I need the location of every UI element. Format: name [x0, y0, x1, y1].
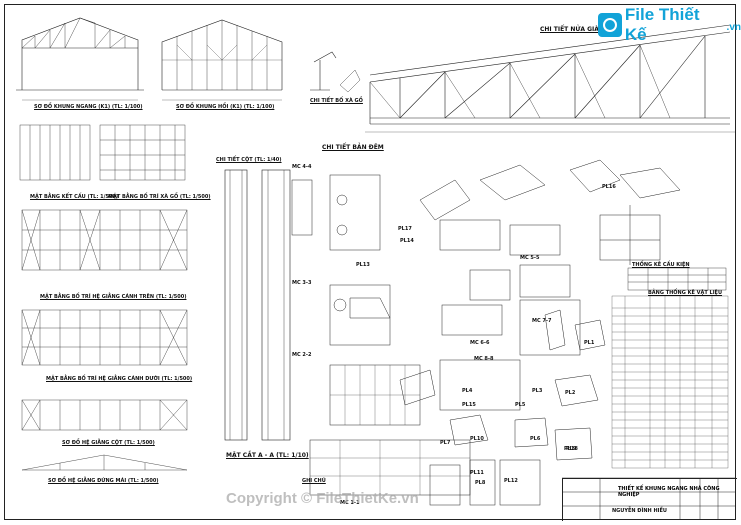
frame-elevation-diagram	[16, 17, 144, 101]
label-bottom-chord-bracing: MẶT BẰNG BỐ TRÍ HỆ GIẰNG CÁNH DƯỚI (TL: …	[46, 376, 193, 382]
label-section-aa: MẶT CẮT A - A (TL: 1/10)	[226, 452, 309, 459]
plate-label: PL14	[400, 238, 414, 244]
column-bracing-diagram	[21, 399, 188, 431]
plate-label: PL3	[532, 388, 543, 394]
plate-label: PL4	[462, 388, 473, 394]
member-table	[627, 267, 727, 291]
column-detail	[224, 169, 291, 441]
plate-label: PL17	[398, 226, 412, 232]
author-name: NGUYỄN ĐÌNH HIỀU	[612, 508, 667, 514]
project-title: THIẾT KẾ KHUNG NGANG NHÀ CÔNG NGHIỆP	[618, 486, 720, 498]
plate-label: PL5	[515, 402, 526, 408]
plate-label: PL15	[462, 402, 476, 408]
label-material-table: BẢNG THỐNG KÊ VẬT LIỆU	[648, 290, 723, 296]
bottom-chord-bracing-plan	[21, 309, 188, 366]
drawing-sheet	[4, 4, 736, 520]
structural-plan	[19, 124, 186, 181]
brand-logo: File Thiết Kế .vn	[598, 5, 741, 44]
plate-label: PL1	[584, 340, 595, 346]
label-column-detail: CHI TIẾT CỘT (TL: 1/40)	[216, 157, 282, 163]
purlin-detail	[310, 51, 361, 93]
label-member-table: THỐNG KÊ CẤU KIỆN	[632, 262, 690, 268]
section-label: MC 2-2	[292, 352, 312, 358]
label-purlin-detail: CHI TIẾT BỐ XÀ GỒ	[310, 98, 363, 104]
plate-label: PL9	[566, 446, 577, 452]
plate-label: PL10	[470, 436, 484, 442]
section-label: MC 3-3	[292, 280, 312, 286]
copyright-watermark: Copyright © FileThietKe.vn	[226, 490, 419, 507]
plate-label: PL7	[440, 440, 451, 446]
section-label: MC 5-5	[520, 255, 540, 261]
plate-label: PL2	[565, 390, 576, 396]
roof-vertical-bracing-diagram	[21, 454, 188, 471]
plate-label: PL8	[475, 480, 486, 486]
gable-frame-diagram	[161, 19, 283, 101]
label-roof-bracing: SƠ ĐỒ HỆ GIẰNG ĐỨNG MÁI (TL: 1/500)	[48, 478, 159, 484]
section-label: MC 7-7	[532, 318, 552, 324]
plate-label: PL11	[470, 470, 484, 476]
material-table	[611, 295, 729, 469]
brand-name: File Thiết Kế	[624, 5, 700, 44]
label-structural-plan: MẶT BẰNG KẾT CẤU (TL: 1/500)	[30, 194, 119, 200]
plate-label: PL16	[602, 184, 616, 190]
title-block	[562, 478, 737, 521]
plate-label: PL6	[530, 436, 541, 442]
plate-details	[291, 159, 681, 506]
top-chord-bracing-plan	[21, 209, 188, 271]
logo-icon	[598, 13, 622, 37]
plate-label: PL13	[356, 262, 370, 268]
label-top-chord-bracing: MẶT BẰNG BỐ TRÍ HỆ GIẰNG CÁNH TRÊN (TL: …	[40, 294, 187, 300]
plate-label: PL18	[564, 446, 578, 452]
half-truss-detail	[365, 24, 735, 133]
section-label: MC 4-4	[292, 164, 312, 170]
brand-domain: .vn	[726, 21, 741, 33]
label-gable-frame: SƠ ĐỒ KHUNG HỒI (K1) (TL: 1/100)	[176, 104, 275, 110]
label-purlin-plan: MẶT BẰNG BỐ TRÍ XÀ GỒ (TL: 1/500)	[108, 194, 211, 200]
label-half-truss: CHI TIẾT NỬA GIÀN	[540, 26, 604, 33]
section-label: MC 8-8	[474, 356, 494, 362]
label-notes: GHI CHÚ	[302, 478, 326, 484]
label-column-bracing: SƠ ĐỒ HỆ GIẰNG CỘT (TL: 1/500)	[62, 440, 155, 446]
label-frame-elevation: SƠ ĐỒ KHUNG NGANG (K1) (TL: 1/100)	[34, 104, 143, 110]
section-label: MC 1-1	[340, 500, 360, 506]
plate-label: PL12	[504, 478, 518, 484]
label-pad-plate-detail: CHI TIẾT BẢN ĐÊM	[322, 144, 384, 151]
section-label: MC 6-6	[470, 340, 490, 346]
